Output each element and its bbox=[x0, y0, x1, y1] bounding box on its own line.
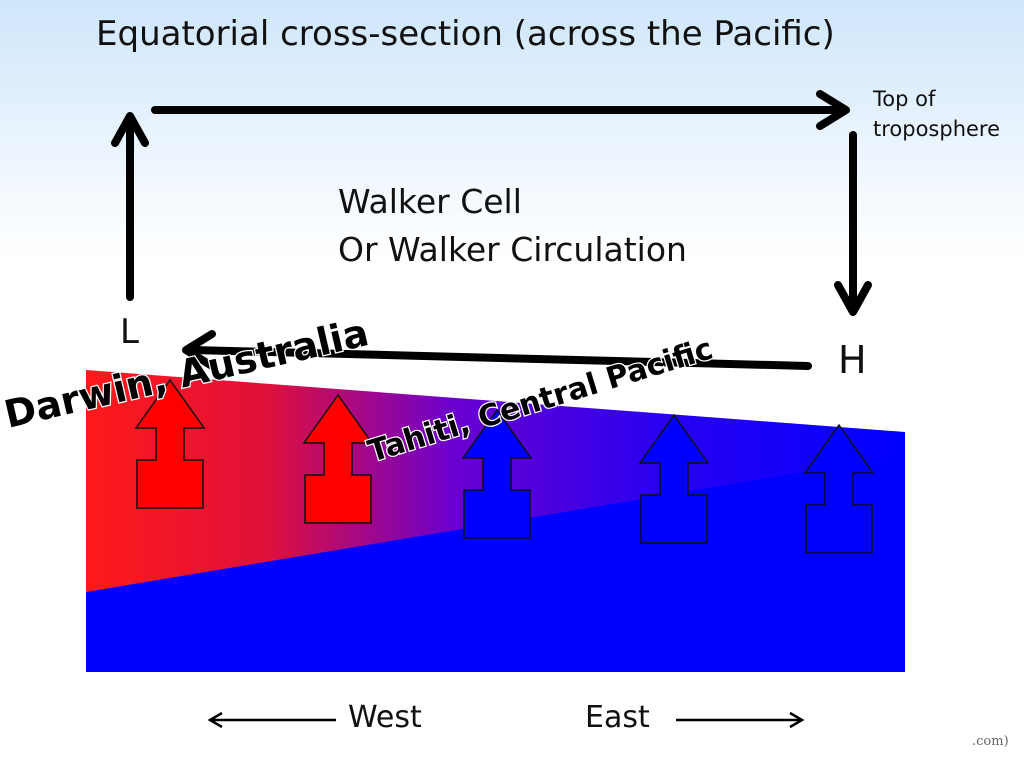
cool-upwelling-arrow-5 bbox=[803, 423, 875, 554]
walker-cell-label: Walker Cell bbox=[338, 182, 522, 221]
warm-upwelling-arrow-1 bbox=[134, 378, 206, 509]
top-label-line1: Top of bbox=[873, 87, 936, 111]
east-direction-arrow bbox=[676, 711, 805, 729]
top-label-line2: troposphere bbox=[873, 117, 1001, 141]
source-fragment: .com) bbox=[972, 734, 1009, 749]
east-label: East bbox=[585, 700, 650, 735]
low-pressure-label: L bbox=[120, 312, 139, 352]
high-pressure-label: H bbox=[838, 338, 867, 382]
top-of-troposphere-label: Top of troposphere bbox=[873, 84, 1000, 144]
rising-air-arrow bbox=[111, 112, 149, 301]
warm-upwelling-arrow-2 bbox=[302, 393, 374, 524]
walker-circulation-label: Or Walker Circulation bbox=[338, 230, 687, 269]
sinking-air-arrow bbox=[834, 131, 872, 316]
surface-trade-wind-arrow bbox=[182, 330, 812, 370]
cool-upwelling-arrow-3 bbox=[461, 408, 533, 539]
west-label: West bbox=[348, 700, 422, 735]
diagram-title: Equatorial cross-section (across the Pac… bbox=[96, 14, 835, 54]
cool-upwelling-arrow-4 bbox=[638, 413, 710, 544]
upwelling-arrows bbox=[134, 378, 875, 554]
walker-circulation-loop bbox=[111, 90, 872, 370]
west-direction-arrow bbox=[207, 711, 336, 729]
upper-air-arrow bbox=[151, 90, 850, 130]
